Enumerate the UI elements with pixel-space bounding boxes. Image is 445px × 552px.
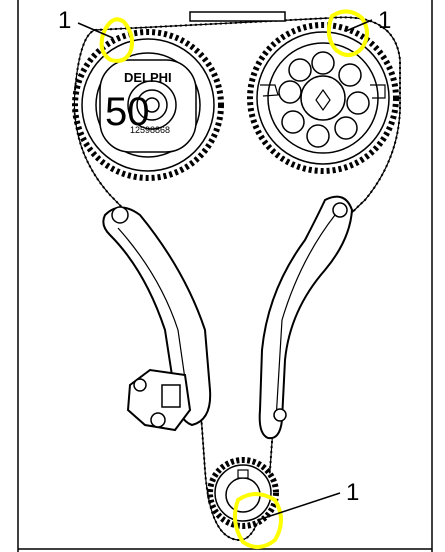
right-cam-sprocket: [247, 22, 399, 174]
sprocket-brand-text: DELPHI: [124, 70, 172, 85]
callout-leader-bottom: [257, 492, 341, 521]
left-cam-sprocket: DELPHI 50 12598868: [72, 29, 224, 181]
callout-label-top-right: 1: [378, 7, 391, 34]
highlight-mark-top-right: [326, 9, 369, 57]
callout-leader-top-left: [77, 22, 114, 39]
right-chain-guide: [258, 195, 354, 440]
crankshaft-sprocket: [207, 457, 279, 529]
highlight-mark-bottom: [232, 492, 283, 549]
sprocket-part-number-text: 12598868: [130, 125, 170, 135]
callout-label-bottom: 1: [346, 479, 359, 506]
left-tensioner-arm: [102, 206, 212, 427]
callout-leader-top-right: [345, 19, 373, 32]
timing-chain: [73, 16, 401, 542]
highlight-mark-top-left: [99, 17, 135, 63]
callout-label-top-left: 1: [58, 7, 71, 34]
upper-chain-guide: [189, 11, 286, 22]
sprocket-number-text: 50: [105, 90, 150, 134]
tensioner-body: [126, 368, 192, 432]
